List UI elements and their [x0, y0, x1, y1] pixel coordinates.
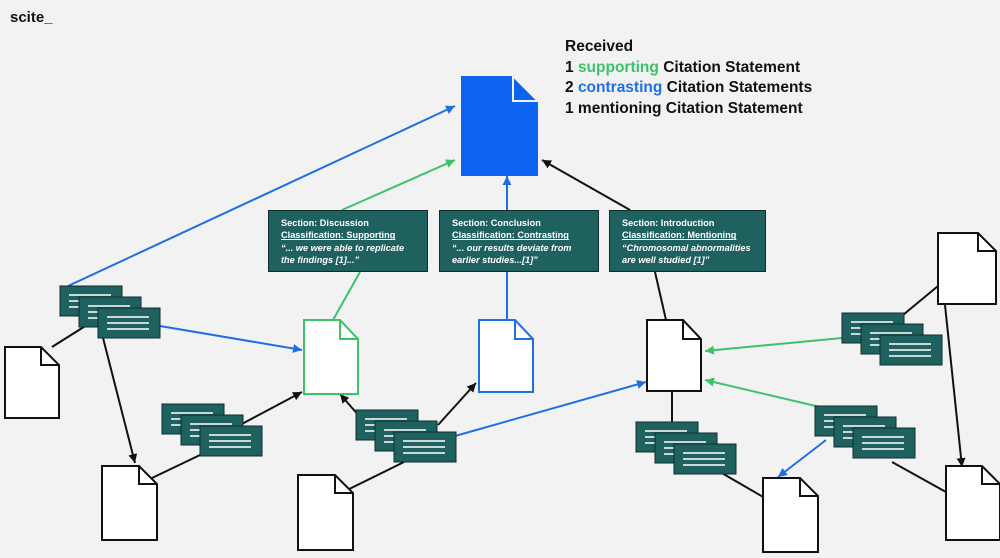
statement-section: Section: Discussion	[281, 218, 369, 228]
document-icon	[101, 465, 158, 541]
statement-quote-line: “Chromosomal abnormalities	[622, 242, 751, 253]
legend-received-title: Received	[565, 38, 634, 55]
statement-classification: Classification: Supporting	[281, 230, 396, 241]
citation-statement-stack-icon	[842, 313, 942, 365]
citation-statement-stack-icon	[636, 422, 736, 474]
statement-classification: Classification: Mentioning	[622, 230, 737, 241]
network-edges	[51, 105, 966, 499]
statement-quote-line: “... our results deviate from	[452, 242, 572, 253]
supporting-document-icon	[303, 319, 359, 395]
legend-supporting-word: supporting	[577, 58, 659, 76]
citation-statement-stack-icon	[356, 410, 456, 462]
legend-supporting-count: 1	[565, 58, 574, 76]
mentioning-document-icon	[646, 319, 702, 392]
scite-logo: scite_	[10, 9, 53, 26]
statement-box-mentioning: Section: Introduction Classification: Me…	[609, 210, 766, 272]
contrasting-document-icon	[478, 319, 534, 393]
document-icon	[937, 232, 997, 305]
citation-statement-stack-icon	[815, 406, 915, 458]
target-document-icon	[461, 73, 541, 176]
statement-classification: Classification: Contrasting	[452, 230, 569, 241]
statement-box-contrasting: Section: Conclusion Classification: Cont…	[439, 210, 599, 272]
legend-contrasting-count: 2	[565, 79, 574, 97]
document-icon	[762, 477, 819, 553]
legend-supporting-line: 1 supporting Citation Statement	[565, 58, 812, 79]
statement-quote-line: are well studied [1]”	[622, 255, 710, 266]
statement-quote-line: “... we were able to replicate	[281, 242, 405, 253]
citation-legend: Received 1 supporting Citation Statement…	[565, 37, 812, 119]
document-icon	[4, 346, 60, 419]
legend-contrasting-word: contrasting	[577, 79, 663, 97]
document-icon	[297, 474, 354, 551]
statement-quote-line: the findings [1]...”	[281, 255, 360, 266]
document-icon	[945, 465, 1000, 541]
legend-supporting-rest: Citation Statement	[663, 58, 801, 76]
legend-contrasting-rest: Citation Statements	[666, 79, 813, 97]
statement-box-supporting: Section: Discussion Classification: Supp…	[268, 210, 428, 272]
statement-section: Section: Conclusion	[452, 218, 541, 228]
citation-statement-stack-icon	[60, 286, 160, 338]
statement-section: Section: Introduction	[622, 218, 715, 228]
citation-statement-stack-icon	[162, 404, 262, 456]
legend-contrasting-line: 2 contrasting Citation Statements	[565, 78, 812, 99]
statement-quote-line: earlier studies...[1]”	[452, 255, 538, 266]
legend-mentioning-line: 1 mentioning Citation Statement	[565, 99, 803, 117]
